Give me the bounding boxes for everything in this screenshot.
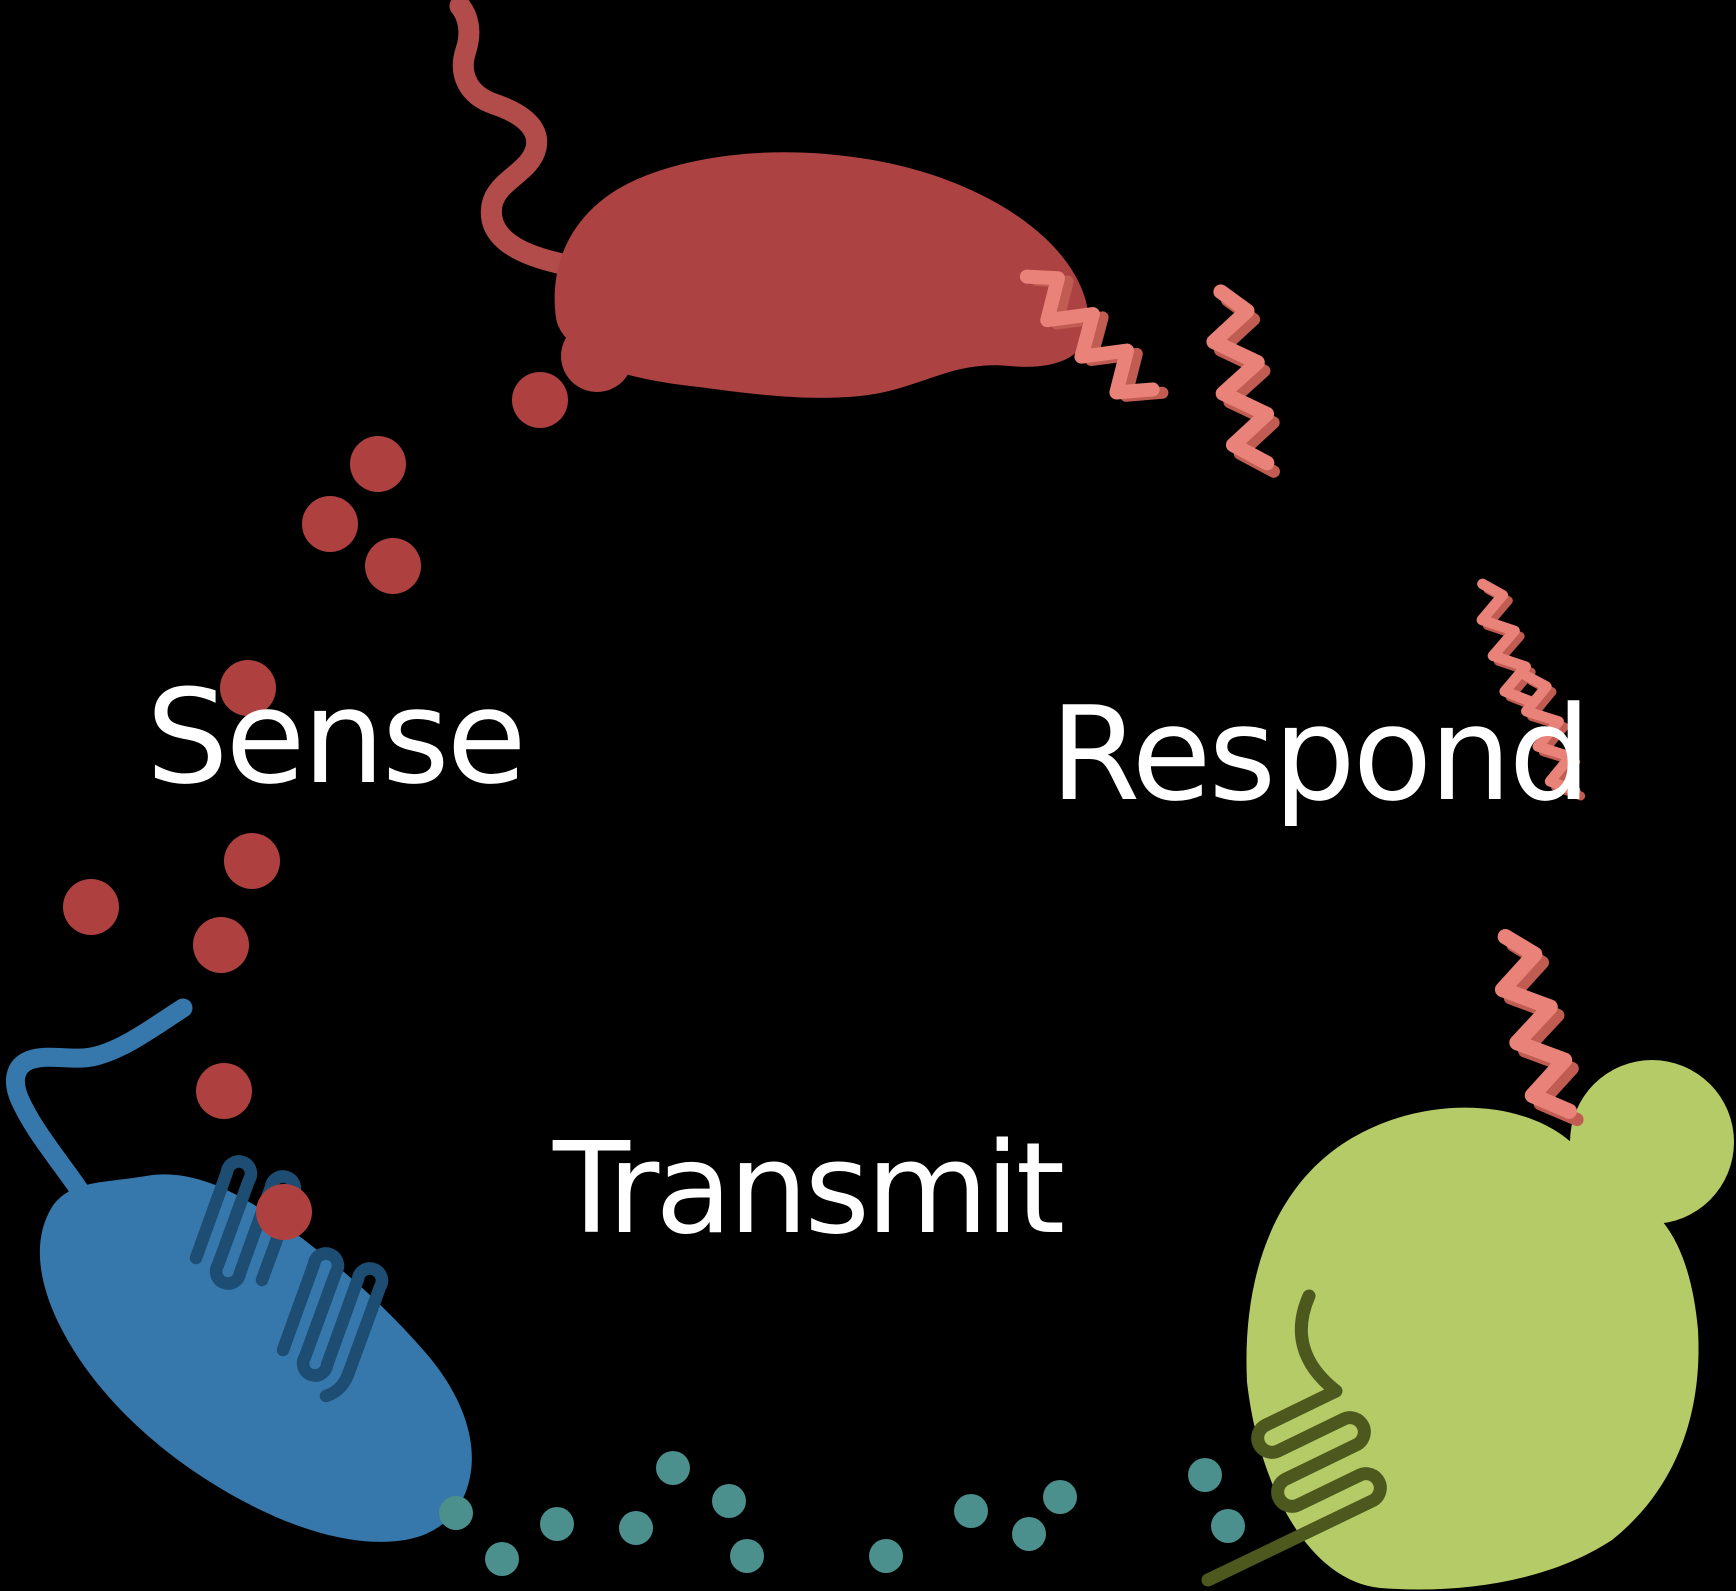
blue-bacterium-group — [5, 998, 472, 1542]
teal-signal-molecule — [730, 1539, 764, 1573]
blue-receptor-comb-1 — [189, 1155, 302, 1290]
red-signal-molecule — [196, 1063, 252, 1119]
label-transmit: Transmit — [552, 1115, 1063, 1262]
blue-receptor-comb-2 — [276, 1247, 389, 1403]
blue-bacterium-body — [39, 1174, 472, 1542]
red-signal-molecule — [224, 833, 280, 889]
teal-signal-molecule — [619, 1511, 653, 1545]
teal-signal-molecule — [954, 1494, 988, 1528]
teal-signal-molecule — [1211, 1509, 1245, 1543]
red-bacterium-bump — [561, 320, 633, 392]
red-flagellum — [449, 0, 569, 274]
green-receptor-comb — [1201, 1289, 1387, 1587]
red-signal-molecule — [365, 538, 421, 594]
red-signal-molecule — [302, 496, 358, 552]
teal-signal-molecule — [1188, 1458, 1222, 1492]
red-signal-molecule — [256, 1184, 312, 1240]
green-yeast-bud — [1570, 1060, 1734, 1224]
label-sense: Sense — [146, 661, 524, 813]
red-bacterium-group — [449, 0, 1089, 398]
teal-signal-molecule — [540, 1507, 574, 1541]
red-signal-molecule — [350, 436, 406, 492]
alpha-helix-floating-top — [1206, 287, 1281, 478]
alpha-helix-above-yeast — [1490, 929, 1584, 1130]
teal-signal-molecule — [656, 1451, 690, 1485]
red-bacterium-body — [554, 152, 1089, 398]
teal-signal-molecule — [1012, 1517, 1046, 1551]
red-signal-molecule — [193, 917, 249, 973]
red-signal-molecule — [220, 660, 276, 716]
blue-flagellum — [5, 998, 193, 1258]
red-signal-molecules — [63, 372, 568, 1240]
label-respond: Respond — [1050, 678, 1588, 830]
teal-signal-molecule — [1043, 1480, 1077, 1514]
red-signal-molecule — [512, 372, 568, 428]
teal-signal-molecules — [439, 1451, 1245, 1576]
green-yeast-group — [1201, 1060, 1734, 1590]
teal-signal-molecule — [439, 1496, 473, 1530]
teal-signal-molecule — [485, 1542, 519, 1576]
teal-signal-molecule — [712, 1484, 746, 1518]
red-signal-molecule — [63, 879, 119, 935]
teal-signal-molecule — [869, 1539, 903, 1573]
